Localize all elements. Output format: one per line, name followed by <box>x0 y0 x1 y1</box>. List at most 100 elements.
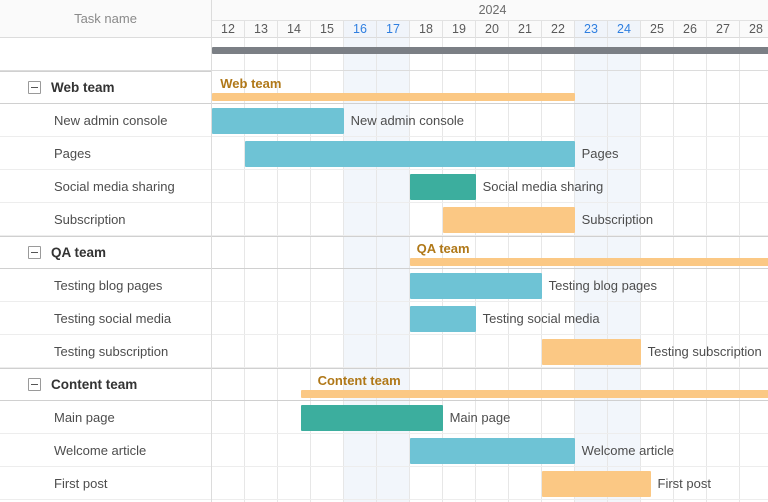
task-name-label: Social media sharing <box>54 178 175 194</box>
row-separator <box>212 400 768 401</box>
task-bar[interactable] <box>542 471 651 497</box>
task-bar[interactable] <box>245 141 575 167</box>
timeline-column-19 <box>443 38 476 502</box>
row-separator <box>212 268 768 269</box>
day-header-17[interactable]: 17 <box>377 21 410 38</box>
row-separator <box>212 236 768 237</box>
task-name-label: Welcome article <box>54 442 147 458</box>
day-header-16[interactable]: 16 <box>344 21 377 38</box>
timeline-column-13 <box>245 38 278 502</box>
task-bar[interactable] <box>410 438 575 464</box>
task-name-label: Subscription <box>54 211 126 227</box>
year-header: 2024 <box>212 0 768 21</box>
minus-box-icon[interactable] <box>28 246 41 259</box>
group-summary-bar[interactable] <box>212 93 575 101</box>
task-name-label: Content team <box>51 377 138 392</box>
task-row[interactable]: Main page <box>0 401 211 434</box>
task-name-label: Testing subscription <box>54 343 169 359</box>
group-summary-bar[interactable] <box>301 390 768 398</box>
row-separator <box>212 103 768 104</box>
day-header-14[interactable]: 14 <box>278 21 311 38</box>
task-name-label: First post <box>54 475 108 491</box>
minus-box-icon[interactable] <box>28 81 41 94</box>
day-header-15[interactable]: 15 <box>311 21 344 38</box>
timeline-column-14 <box>278 38 311 502</box>
task-row[interactable]: Testing subscription <box>0 335 211 368</box>
timeline-column-27 <box>707 38 740 502</box>
group-bar-label: Web team <box>220 76 282 91</box>
day-header-23[interactable]: 23 <box>575 21 608 38</box>
task-bar-label: Pages <box>581 146 619 161</box>
task-bar-label: New admin console <box>350 113 465 128</box>
task-bar[interactable] <box>410 273 542 299</box>
group-row[interactable]: QA team <box>0 236 211 269</box>
minus-box-icon[interactable] <box>28 378 41 391</box>
day-header-13[interactable]: 13 <box>245 21 278 38</box>
task-row[interactable]: Social media sharing <box>0 170 211 203</box>
day-header-24[interactable]: 24 <box>608 21 641 38</box>
task-bar[interactable] <box>542 339 641 365</box>
task-row[interactable]: Pages <box>0 137 211 170</box>
task-bar[interactable] <box>212 108 344 134</box>
task-name-label: Pages <box>54 145 91 161</box>
day-header-18[interactable]: 18 <box>410 21 443 38</box>
task-bar[interactable] <box>410 174 476 200</box>
year-label: 2024 <box>478 3 507 17</box>
row-separator <box>212 301 768 302</box>
row-separator <box>212 334 768 335</box>
day-header-19[interactable]: 19 <box>443 21 476 38</box>
task-row[interactable]: Welcome article <box>0 434 211 467</box>
task-row[interactable]: Testing blog pages <box>0 269 211 302</box>
timeline-column-18 <box>410 38 443 502</box>
timeline-column-24 <box>608 38 641 502</box>
task-name-subheader-spacer <box>0 38 211 71</box>
task-bar[interactable] <box>410 306 476 332</box>
day-header-25[interactable]: 25 <box>641 21 674 38</box>
task-name-label: QA team <box>51 245 107 260</box>
task-bar-label: Main page <box>449 410 511 425</box>
row-separator <box>212 169 768 170</box>
task-name-label: Web team <box>51 80 115 95</box>
day-header-21[interactable]: 21 <box>509 21 542 38</box>
horizontal-scrollbar[interactable] <box>212 47 768 54</box>
group-row[interactable]: Content team <box>0 368 211 401</box>
group-summary-bar[interactable] <box>410 258 768 266</box>
day-header-22[interactable]: 22 <box>542 21 575 38</box>
task-name-header-label: Task name <box>74 11 137 26</box>
task-name-label: Testing social media <box>54 310 172 326</box>
group-row[interactable]: Web team <box>0 71 211 104</box>
day-header-26[interactable]: 26 <box>674 21 707 38</box>
row-separator <box>212 433 768 434</box>
task-bar-label: Social media sharing <box>482 179 604 194</box>
day-header-20[interactable]: 20 <box>476 21 509 38</box>
timeline-column-20 <box>476 38 509 502</box>
row-separator <box>212 499 768 500</box>
group-bar-label: Content team <box>317 373 401 388</box>
task-bar-label: Testing social media <box>482 311 600 326</box>
day-header-12[interactable]: 12 <box>212 21 245 38</box>
row-separator <box>212 368 768 369</box>
task-bar-label: Welcome article <box>581 443 674 458</box>
task-row[interactable]: Testing social media <box>0 302 211 335</box>
task-name-column-header: Task name <box>0 0 211 38</box>
day-header-27[interactable]: 27 <box>707 21 740 38</box>
group-bar-label: QA team <box>416 241 470 256</box>
task-row[interactable]: New admin console <box>0 104 211 137</box>
row-separator <box>212 235 768 236</box>
row-separator <box>212 367 768 368</box>
task-bar[interactable] <box>301 405 443 431</box>
task-row[interactable]: Subscription <box>0 203 211 236</box>
task-name-label: Main page <box>54 409 115 425</box>
task-row[interactable]: First post <box>0 467 211 500</box>
row-separator <box>212 466 768 467</box>
timeline-column-23 <box>575 38 608 502</box>
timeline-column-26 <box>674 38 707 502</box>
task-bar[interactable] <box>443 207 575 233</box>
timeline-column-12 <box>212 38 245 502</box>
timeline-column-15 <box>311 38 344 502</box>
day-header-28[interactable]: 28 <box>740 21 768 38</box>
task-bar-label: Testing subscription <box>647 344 762 359</box>
